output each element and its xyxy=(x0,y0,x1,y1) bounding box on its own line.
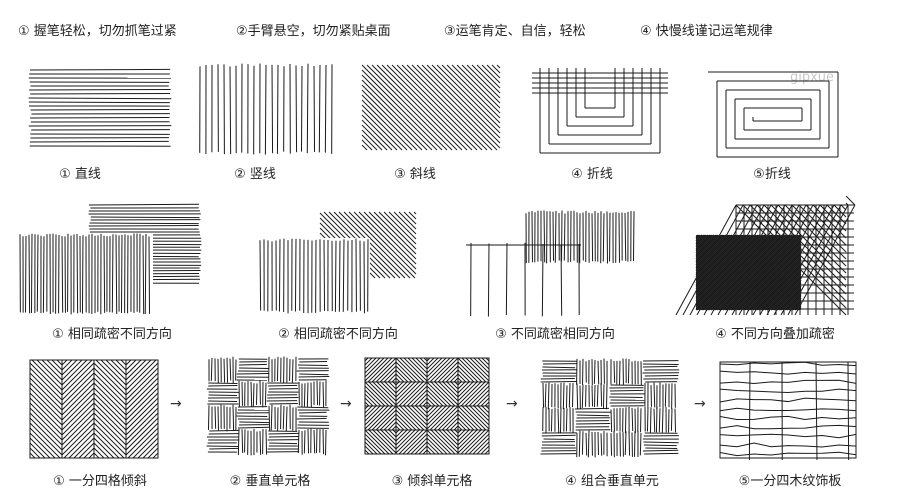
sketch-horizontal-lines xyxy=(28,68,172,147)
label-row3-5: ⑤一分四木纹饰板 xyxy=(738,474,842,489)
label-row2-1: ① 相同疏密不同方向 xyxy=(52,327,172,342)
sketch-cell-tilted xyxy=(364,357,490,455)
sketch-fold-lines-2 xyxy=(708,71,839,158)
tip-2: ②手臂悬空，切勿紧贴桌面 xyxy=(236,24,391,39)
arrow-right-icon: → xyxy=(170,396,182,412)
sketch-cell-diagonal xyxy=(29,359,159,459)
label-row3-1: ① 一分四格倾斜 xyxy=(53,474,147,489)
sketch-vertical-lines xyxy=(199,63,333,155)
label-row1-2: ② 竖线 xyxy=(234,167,276,182)
label-row1-1: ① 直线 xyxy=(59,167,101,182)
label-row3-2: ② 垂直单元格 xyxy=(229,474,311,489)
label-row2-3: ③ 不同疏密相同方向 xyxy=(495,327,615,342)
label-row1-4: ④ 折线 xyxy=(571,167,613,182)
tip-4: ④ 快慢线谨记运笔规律 xyxy=(640,24,773,39)
label-row1-3: ③ 斜线 xyxy=(394,167,436,182)
arrow-right-icon: → xyxy=(340,396,352,412)
sketch-overlap-2 xyxy=(258,210,418,314)
sketch-fold-lines-1 xyxy=(532,68,668,154)
label-row3-3: ③ 倾斜单元格 xyxy=(391,474,473,489)
tip-1: ① 握笔轻松，切勿抓笔过紧 xyxy=(18,24,177,39)
sketch-cell-vertical xyxy=(206,356,330,456)
sketch-overlap-1 xyxy=(18,203,203,315)
sketch-wood-panel xyxy=(719,361,857,461)
sketch-overlap-4 xyxy=(675,195,856,316)
label-row2-4: ④ 不同方向叠加疏密 xyxy=(715,327,835,342)
label-row3-4: ④ 组合垂直单元 xyxy=(565,474,659,489)
sketch-diagonal-lines xyxy=(361,64,501,151)
label-row1-5: ⑤折线 xyxy=(753,167,791,182)
arrow-right-icon: → xyxy=(694,396,706,412)
sketch-overlap-3 xyxy=(466,210,636,317)
sketch-cell-combined xyxy=(540,358,680,458)
label-row2-2: ② 相同疏密不同方向 xyxy=(278,327,398,342)
tip-3: ③运笔肯定、自信，轻松 xyxy=(444,24,586,39)
arrow-right-icon: → xyxy=(506,396,518,412)
